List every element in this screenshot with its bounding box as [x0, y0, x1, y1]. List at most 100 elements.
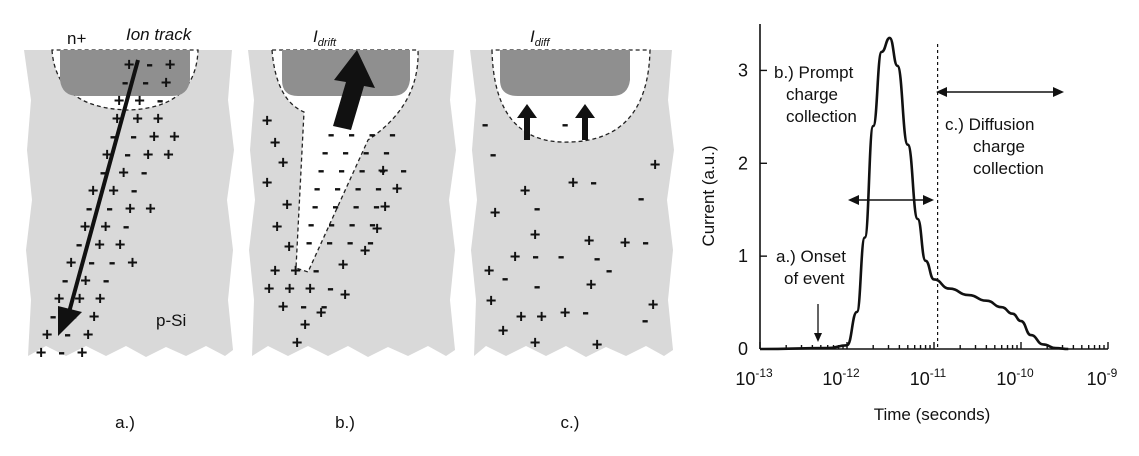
- panel-c-charges: - - + - + + - + - - + + + - + - - - + - …: [480, 115, 660, 355]
- charge-cluster: +: [520, 181, 530, 201]
- charge-cluster: - - - -: [316, 161, 388, 181]
- x-tick-label: 10-11: [910, 366, 947, 389]
- charge-cluster: - - +: [120, 73, 171, 93]
- panel-c-n-plus-contact: [500, 50, 630, 96]
- charge-cluster: +: [648, 295, 658, 315]
- charge-cluster: - + -: [98, 163, 149, 183]
- charge-cluster: + - - +: [66, 253, 138, 273]
- charge-cluster: - - - -: [320, 143, 392, 163]
- charge-cluster: +: [584, 231, 594, 251]
- charge-cluster: +: [278, 153, 288, 173]
- panel-b: Idrift b.) - - - - - - - - - - - - - - -…: [248, 27, 456, 432]
- charge-cluster: +: [360, 241, 370, 261]
- charge-cluster: + + -: [80, 217, 131, 237]
- charge-cluster: +: [498, 321, 508, 341]
- panel-a-ion-track-label: Ion track: [126, 25, 193, 44]
- ion-track-arrowhead: [58, 306, 82, 336]
- charge-cluster: + -: [510, 247, 541, 267]
- charge-cluster: +: [380, 197, 390, 217]
- charge-cluster: + + -: [114, 91, 165, 111]
- charge-cluster: +: [270, 133, 280, 153]
- charge-cluster: +: [282, 195, 292, 215]
- charge-cluster: - - + +: [108, 127, 180, 147]
- panel-c-current-label: Idiff: [530, 27, 550, 49]
- charge-cluster: - - - -: [304, 233, 376, 253]
- charge-cluster: -: [556, 247, 566, 267]
- diffusion-collection-span-arrow: [936, 87, 1064, 97]
- panel-b-electrons: - - - - - - - - - - - - - - - - - - - - …: [304, 125, 398, 253]
- onset-annotation: a.) Onset of event: [776, 247, 851, 288]
- charge-cluster: + + + -: [264, 279, 336, 299]
- charge-cluster: +: [338, 255, 348, 275]
- charge-cluster: +: [592, 335, 602, 355]
- charge-cluster: +: [650, 155, 660, 175]
- onset-pointer-arrow: [814, 304, 822, 342]
- charge-cluster: +: [530, 225, 540, 245]
- drift-arrow: [333, 50, 375, 130]
- charge-cluster: - + -: [60, 271, 111, 291]
- charge-cluster: + -: [620, 233, 651, 253]
- charge-cluster: + +: [516, 307, 547, 327]
- x-tick-label: 10-9: [1087, 366, 1118, 389]
- charge-cluster: -: [640, 311, 650, 331]
- charge-cluster: -: [636, 189, 646, 209]
- panel-a-n-plus-contact: [60, 50, 190, 96]
- y-tick-label: 1: [738, 246, 748, 266]
- panel-a-p-si-label: p-Si: [156, 311, 186, 330]
- y-tick-label: 0: [738, 339, 748, 359]
- charge-cluster: +: [586, 275, 596, 295]
- panel-c-caption: c.): [561, 413, 580, 432]
- diffusion-arrow-right: [575, 104, 595, 140]
- charge-cluster: -: [532, 199, 542, 219]
- charge-cluster: +: [316, 303, 326, 323]
- charge-cluster: + + -: [270, 261, 321, 281]
- charge-cluster: + - + +: [102, 145, 174, 165]
- panel-b-funnel-region: [271, 49, 419, 273]
- charge-cluster: -: [560, 115, 570, 135]
- charge-cluster: - - + +: [84, 199, 156, 219]
- charge-cluster: + -: [560, 303, 591, 323]
- panel-a-caption: a.): [115, 413, 135, 432]
- charge-cluster: + + -: [88, 181, 139, 201]
- prompt-collection-annotation: b.) Prompt charge collection: [774, 63, 858, 126]
- panel-b-current-label: Idrift: [313, 27, 337, 49]
- charge-cluster: -: [480, 115, 490, 135]
- charge-cluster: - - - -: [312, 179, 384, 199]
- panel-c: Idiff c.) - - + - + + - + - - + + + - + …: [470, 27, 674, 432]
- charge-cluster: -: [604, 261, 614, 281]
- current-pulse-line: [759, 36, 1069, 351]
- y-tick-label: 2: [738, 153, 748, 173]
- x-axis-title: Time (seconds): [874, 405, 991, 424]
- x-tick-label: 10-12: [822, 366, 860, 389]
- panel-a-n-plus-label: n+: [67, 29, 86, 48]
- charge-cluster: +: [530, 333, 540, 353]
- y-axis-title: Current (a.u.): [699, 145, 718, 246]
- charge-cluster: + - +: [124, 55, 175, 75]
- charge-cluster: + - +: [42, 325, 93, 345]
- y-ticks: 0 1 2 3: [738, 60, 767, 359]
- diffusion-collection-annotation: c.) Diffusion charge collection: [945, 115, 1044, 178]
- charge-cluster: +: [300, 315, 310, 335]
- charge-cluster: +: [292, 333, 302, 353]
- charge-cluster: - + +: [74, 235, 125, 255]
- y-tick-label: 3: [738, 60, 748, 80]
- charge-cluster: +: [392, 179, 402, 199]
- charge-cluster: + - +: [36, 343, 87, 363]
- x-tick-label: 10-10: [996, 366, 1034, 389]
- charge-cluster: -: [488, 145, 498, 165]
- charge-cluster: -: [532, 277, 542, 297]
- charge-cluster: +: [486, 291, 496, 311]
- panel-a: n+ Ion track p-Si a.) + - + - - + + + - …: [24, 25, 234, 432]
- charge-cluster: +: [284, 237, 294, 257]
- charge-cluster: +: [262, 111, 272, 131]
- charge-cluster: +: [340, 285, 350, 305]
- charge-cluster: + -: [568, 173, 599, 193]
- charge-cluster: -: [500, 269, 510, 289]
- charge-cluster: - - - -: [310, 197, 382, 217]
- prompt-collection-span-arrow: [848, 195, 934, 205]
- ion-track-arrow: [66, 59, 140, 317]
- diffusion-arrow-left: [517, 104, 537, 140]
